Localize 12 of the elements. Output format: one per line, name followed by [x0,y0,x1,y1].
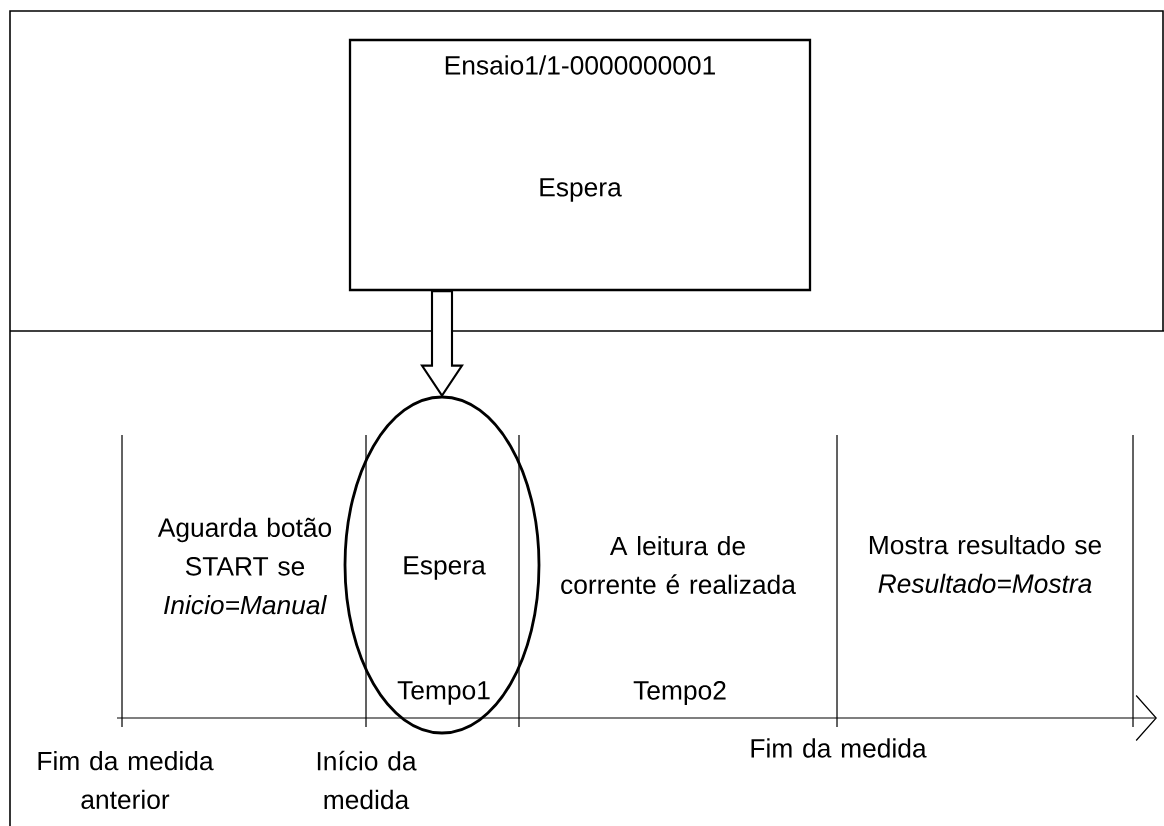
screen-box [348,38,812,292]
time-label: Tempo2 [633,681,726,705]
title-text: Ensaio1/1-0000000001 [445,55,715,75]
time-label: Tempo1 [397,681,490,705]
highlight-ellipse [343,395,541,735]
event-label: Fim da medida [751,738,927,758]
event-label: Início da medida [317,750,417,810]
phase-description: Mostra resultado se Resultado=Mostra [869,535,1101,593]
phase-label: Espera [404,556,486,580]
block-arrow [420,290,464,398]
event-label: Fim da medida anterior [38,751,214,809]
status-text: Espera [540,178,622,202]
